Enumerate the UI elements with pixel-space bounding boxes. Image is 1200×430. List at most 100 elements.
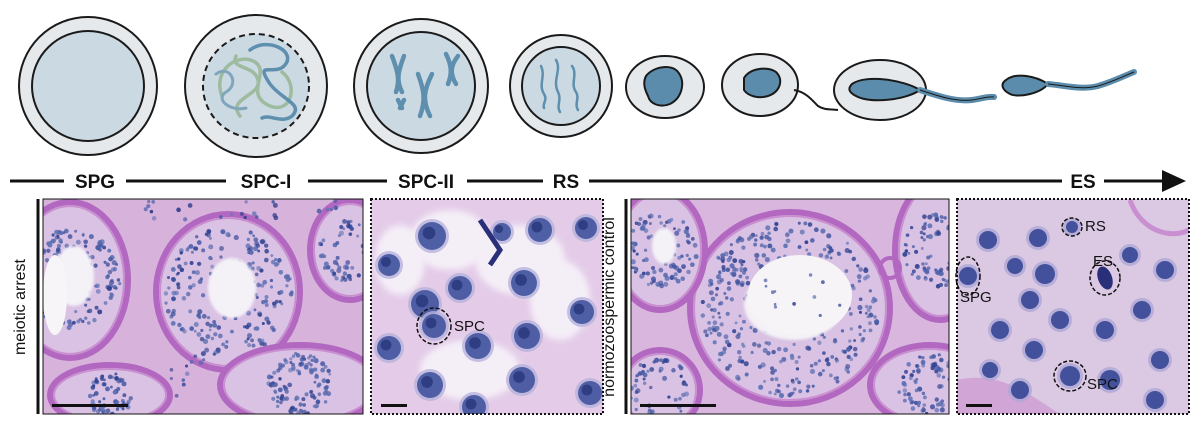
nucleus-dot [188, 285, 193, 290]
tubule [217, 342, 363, 414]
nucleus-dot [320, 253, 326, 259]
nucleus-dot [728, 363, 733, 368]
chromatin [381, 257, 391, 267]
nucleus-dot [364, 261, 367, 264]
nucleus-dot [739, 327, 744, 331]
nucleus-dot [244, 324, 250, 330]
side-label-meiotic-arrest: meiotic arrest [12, 258, 29, 355]
nucleus-dot [683, 228, 689, 235]
nucleus-dot [939, 215, 944, 219]
nucleus-dot [107, 374, 113, 380]
nucleus-dot [715, 286, 719, 291]
chromatin [581, 384, 593, 396]
nucleus-dot [276, 395, 280, 399]
nucleus-dot [349, 219, 353, 223]
nucleus-dot [809, 363, 814, 368]
nucleus-dot [674, 277, 678, 281]
nucleus-dot [339, 225, 344, 230]
nucleus-dot [673, 397, 678, 402]
chromatin [451, 279, 463, 291]
nucleus-dot [283, 385, 288, 390]
nucleus-dot [662, 375, 668, 381]
nucleus-dot [917, 386, 923, 392]
nucleus-dot [143, 207, 148, 212]
nucleus-dot [835, 379, 840, 384]
nucleus-dot [196, 313, 201, 318]
nucleus-dot [208, 244, 214, 250]
nucleus-dot [110, 293, 115, 298]
nucleus-dot [901, 375, 906, 380]
nucleus-dot [291, 366, 296, 372]
nucleus-dot [764, 341, 769, 345]
cell-nucleus [1021, 291, 1039, 309]
nucleus-dot [87, 393, 93, 399]
nucleus-dot [922, 232, 926, 236]
nucleus-dot [864, 311, 868, 315]
nucleus-dot [278, 300, 282, 304]
nucleus-dot [905, 263, 909, 267]
nucleus-dot [851, 257, 856, 262]
nucleus-dot [94, 378, 99, 384]
nucleus-dot [244, 339, 248, 344]
nucleus-dot [337, 234, 341, 238]
nucleus-dot [927, 234, 933, 240]
nucleus-dot [659, 358, 663, 363]
nucleus-dot [723, 292, 727, 295]
nucleus-dot [677, 268, 682, 274]
cell-nucleus [991, 321, 1009, 339]
nucleus-dot [128, 396, 133, 401]
nucleus-dot [299, 362, 303, 366]
nucleus-dot [763, 379, 767, 383]
nucleus-dot [783, 347, 789, 353]
es-early-cell-icon [625, 55, 705, 119]
nucleus-dot [291, 354, 296, 358]
nucleus-dot [185, 247, 190, 252]
nucleus-dot [103, 301, 108, 305]
nucleus-dot [725, 296, 729, 300]
nucleus-dot [798, 389, 803, 394]
nucleus-dot [744, 372, 749, 377]
scale-bar [640, 404, 716, 407]
nucleus-dot [210, 264, 215, 269]
nucleus-dot [756, 343, 762, 348]
nucleus-dot [296, 411, 301, 414]
nucleus-dot [923, 222, 927, 227]
nucleus-dot [274, 257, 278, 262]
nucleus-dot [269, 285, 274, 289]
nucleus-dot [922, 238, 926, 242]
tubule-membrane [898, 199, 949, 317]
nucleus-dot [44, 258, 50, 263]
nucleus-dot [811, 384, 815, 388]
stage-label-spc1: SPC-I [241, 172, 292, 193]
cell-nucleus [959, 267, 977, 285]
nucleus-dot [197, 309, 203, 315]
nucleus-dot [707, 320, 712, 325]
membrane [1127, 199, 1189, 237]
chromatin [425, 317, 437, 329]
nucleus-dot [771, 349, 776, 355]
nucleus-dot [767, 231, 771, 235]
nucleus-dot [151, 216, 157, 221]
nucleus-dot [916, 275, 921, 280]
nucleus-dot [197, 262, 201, 266]
nucleus-dot [946, 364, 949, 369]
nucleus-dot [729, 297, 734, 302]
nucleus-dot [303, 411, 308, 414]
nucleus-dot [907, 251, 911, 255]
nucleus-dot [718, 271, 722, 275]
sperm-icon [1001, 69, 1137, 97]
nucleus-dot [906, 362, 912, 367]
nucleus-dot [342, 264, 349, 270]
nucleus-dot [334, 276, 339, 281]
nucleus-dot [320, 361, 326, 367]
nucleus-dot [779, 359, 783, 364]
nucleus-dot [871, 296, 876, 301]
nucleus-dot [64, 243, 70, 249]
nucleus-dot [230, 329, 234, 334]
nucleus-dot [217, 333, 223, 339]
nucleus-dot [196, 332, 202, 337]
nucleus-dot [671, 368, 676, 373]
nucleus-dot [913, 400, 919, 405]
nucleus-dot [934, 397, 939, 402]
nucleus-dot [910, 272, 914, 276]
